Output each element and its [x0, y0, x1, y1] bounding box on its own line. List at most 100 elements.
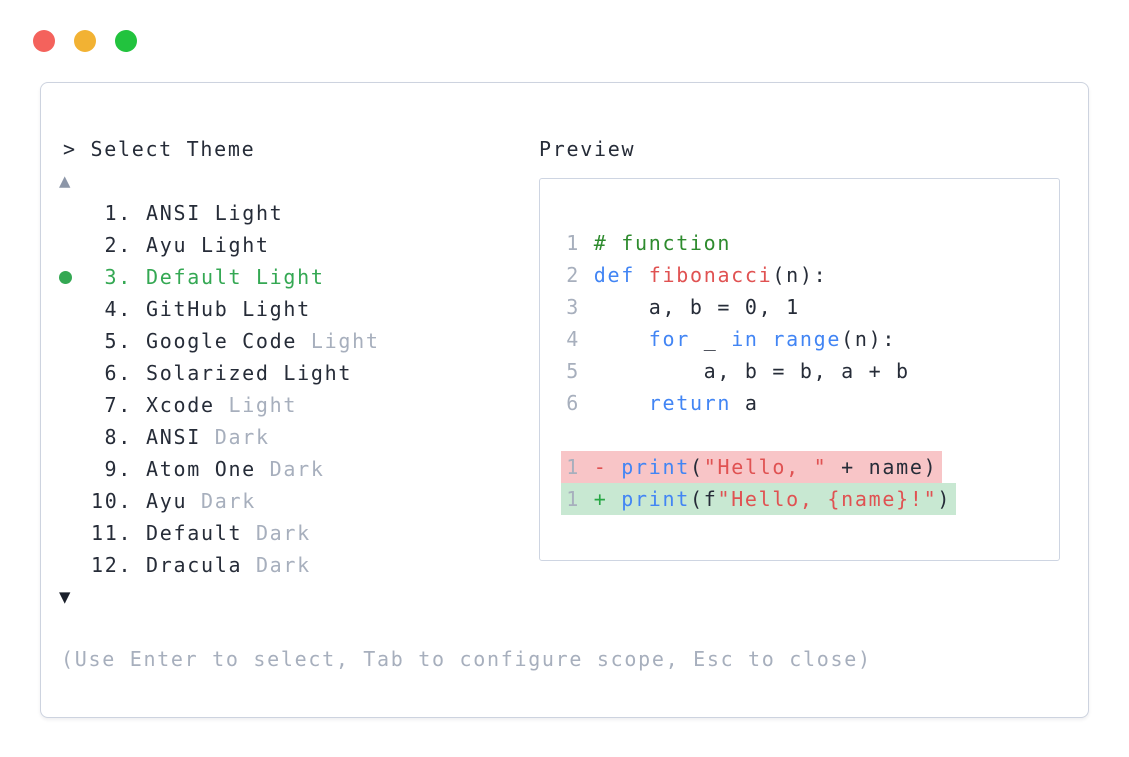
theme-name-base: Atom One	[146, 457, 270, 481]
theme-list-item[interactable]: 2.Ayu Light	[59, 229, 529, 261]
theme-number: 5.	[104, 329, 132, 353]
theme-number: 4.	[104, 297, 132, 321]
theme-name-base: GitHub	[146, 297, 243, 321]
theme-list-item[interactable]: 8. ANSI Dark	[59, 421, 529, 453]
code-token-plain: a	[731, 391, 759, 415]
code-token-fn: fibonacci	[648, 263, 773, 287]
theme-name-variant: Dark	[200, 489, 256, 513]
scroll-up-indicator[interactable]: ▲	[59, 170, 73, 192]
diff-highlight: 1 - print("Hello, " + name)	[561, 451, 943, 483]
theme-name: Atom One Dark	[146, 457, 325, 481]
prompt-label: > Select Theme	[63, 137, 256, 161]
theme-name: Default Light	[146, 265, 325, 289]
selection-marker	[59, 229, 91, 261]
code-token-plain: a, b = 0, 1	[593, 295, 800, 319]
selection-marker	[59, 197, 91, 229]
code-token-kw: def	[593, 263, 635, 287]
theme-name-base: Dracula	[146, 553, 256, 577]
line-number: 4	[566, 327, 580, 351]
theme-name-base: Ayu	[146, 233, 201, 257]
theme-number: 7.	[104, 393, 132, 417]
theme-name-variant: Light	[310, 329, 380, 353]
close-button[interactable]	[33, 30, 55, 52]
theme-list-item[interactable]: 6. Solarized Light	[59, 357, 529, 389]
maximize-button[interactable]	[115, 30, 137, 52]
code-token-plain	[759, 327, 773, 351]
theme-name: ANSI Light	[146, 201, 283, 225]
theme-number: 12.	[91, 553, 133, 577]
theme-name-variant: Light	[228, 393, 298, 417]
selection-marker	[59, 485, 91, 517]
theme-name: Dracula Dark	[146, 553, 311, 577]
theme-number: 1.	[104, 201, 132, 225]
theme-name: Ayu Light	[146, 233, 270, 257]
selection-marker	[59, 325, 91, 357]
diff-line-added: 1 + print(f"Hello, {name}!")	[561, 483, 1059, 515]
code-token-plain: _	[689, 327, 732, 351]
theme-name-base: Default	[146, 265, 256, 289]
minimize-button[interactable]	[74, 30, 96, 52]
selection-marker	[59, 357, 91, 389]
preview-label: Preview	[539, 137, 636, 161]
code-line: 1 # function	[566, 227, 1059, 259]
selection-marker	[59, 421, 91, 453]
theme-list-item[interactable]: 1. ANSI Light	[59, 197, 529, 229]
line-number: 6	[566, 391, 580, 415]
code-token-plain: (f	[689, 487, 718, 511]
theme-name-base: Xcode	[146, 393, 229, 417]
code-token-plain: + name)	[827, 455, 938, 479]
theme-name-variant: Light	[214, 201, 284, 225]
theme-name: ANSI Dark	[146, 425, 270, 449]
help-text: (Use Enter to select, Tab to configure s…	[61, 647, 872, 671]
code-token-kw: return	[648, 391, 732, 415]
code-token-plain: (n):	[772, 263, 828, 287]
theme-selector: > Select Theme ▲ 1. ANSI Light 2.Ayu Light…	[59, 133, 872, 675]
line-number: 2	[566, 263, 580, 287]
line-number: 1	[566, 231, 580, 255]
line-number: 5	[566, 359, 580, 383]
theme-name-base: Default	[146, 521, 256, 545]
selected-dot-icon	[59, 270, 72, 284]
theme-name: Default Dark	[146, 521, 311, 545]
code-token-kw: print	[621, 455, 690, 479]
theme-list-item[interactable]: 11.Default Dark	[59, 517, 529, 549]
code-token-plain: a, b = b, a + b	[593, 359, 910, 383]
theme-name-base: ANSI	[146, 201, 215, 225]
code-token-plain	[594, 391, 649, 415]
code-token-str: "Hello, {name}!"	[717, 487, 938, 511]
theme-name-variant: Light	[283, 361, 353, 385]
code-token-plain	[594, 327, 649, 351]
selection-marker	[59, 453, 91, 485]
selection-marker	[59, 293, 91, 325]
code-token-str: "Hello, "	[703, 455, 828, 479]
theme-list-item[interactable]: 5.Google Code Light	[59, 325, 529, 357]
theme-list-item[interactable]: 7. Xcode Light	[59, 389, 529, 421]
theme-list-item[interactable]: 3. Default Light	[59, 261, 529, 293]
scroll-down-indicator[interactable]: ▼	[59, 586, 73, 608]
theme-name-variant: Light	[242, 297, 311, 321]
theme-list-item[interactable]: 9.Atom One Dark	[59, 453, 529, 485]
diff-highlight: 1 + print(f"Hello, {name}!")	[561, 483, 957, 515]
theme-number: 8.	[104, 425, 132, 449]
selection-marker	[59, 261, 91, 293]
theme-name: Solarized Light	[146, 361, 352, 385]
diff-line-removed: 1 - print("Hello, " + name)	[561, 451, 1059, 483]
selection-marker	[59, 517, 91, 549]
theme-number: 6.	[104, 361, 132, 385]
theme-list-item[interactable]: 12. Dracula Dark	[59, 549, 529, 581]
line-number: 1	[566, 487, 580, 511]
theme-list-item[interactable]: 4. GitHub Light	[59, 293, 529, 325]
selection-marker	[59, 549, 91, 581]
theme-name-base: ANSI	[146, 425, 215, 449]
line-number: 1	[566, 455, 580, 479]
theme-name-base: Solarized	[146, 361, 284, 385]
code-line: 2 def fibonacci(n):	[566, 259, 1059, 291]
window-controls	[33, 30, 137, 52]
theme-list-item[interactable]: 10.Ayu Dark	[59, 485, 529, 517]
line-number: 3	[566, 295, 580, 319]
theme-number: 3.	[104, 265, 132, 289]
diff-sign-added: +	[593, 487, 608, 511]
theme-picker-panel: > Select Theme ▲ 1. ANSI Light 2.Ayu Light…	[40, 82, 1089, 718]
